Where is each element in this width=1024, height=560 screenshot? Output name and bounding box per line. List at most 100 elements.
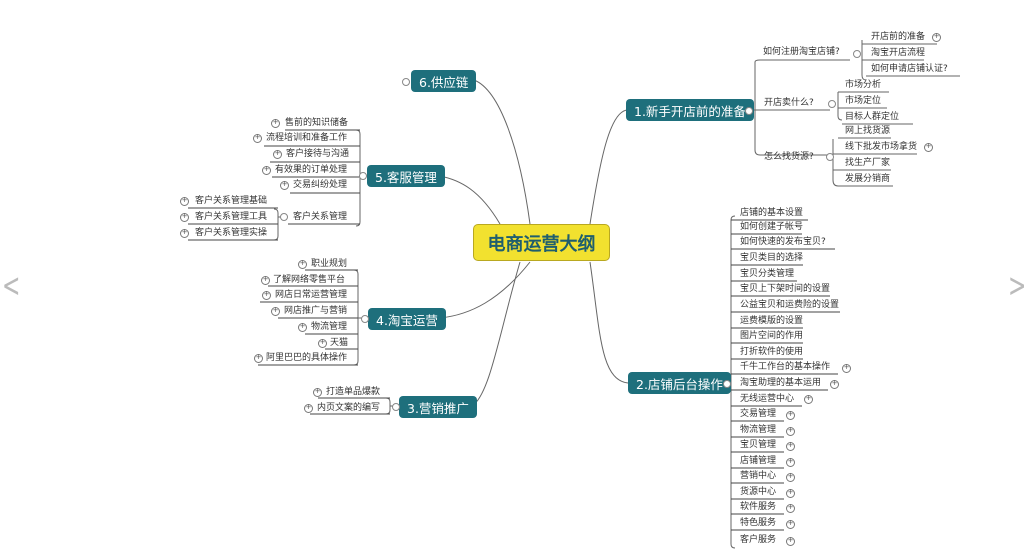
expand-plus-icon[interactable] [786,473,795,482]
leaf-node[interactable]: 开店前的准备 [871,32,926,42]
collapse-toggle-icon[interactable] [359,172,367,180]
expand-plus-icon[interactable] [786,427,795,436]
expand-plus-icon[interactable] [180,229,189,238]
expand-plus-icon[interactable] [262,166,271,175]
leaf-node[interactable]: 客户关系管理基础 [195,196,268,206]
leaf-node[interactable]: 物流管理 [311,322,348,332]
subtopic-find-supply[interactable]: 怎么找货源? [764,152,814,162]
leaf-node[interactable]: 发展分销商 [845,174,891,184]
leaf-node[interactable]: 网上找货源 [845,126,891,136]
leaf-node[interactable]: 目标人群定位 [845,112,900,122]
leaf-node[interactable]: 打造单品爆款 [326,387,381,397]
expand-plus-icon[interactable] [180,197,189,206]
expand-plus-icon[interactable] [842,364,851,373]
expand-plus-icon[interactable] [271,307,280,316]
topic-customer-service[interactable]: 5.客服管理 [367,165,445,187]
leaf-node[interactable]: 物流管理 [740,425,777,435]
leaf-node[interactable]: 宝贝类目的选择 [740,253,804,263]
leaf-node[interactable]: 店铺的基本设置 [740,208,804,218]
collapse-toggle-icon[interactable] [723,380,731,388]
expand-plus-icon[interactable] [304,404,313,413]
collapse-toggle-icon[interactable] [828,100,836,108]
expand-plus-icon[interactable] [786,458,795,467]
leaf-node[interactable]: 打折软件的使用 [740,347,804,357]
leaf-node[interactable]: 如何申请店铺认证? [871,64,948,74]
expand-plus-icon[interactable] [924,143,933,152]
chevron-right-icon[interactable]: > [1008,268,1024,306]
leaf-node[interactable]: 如何快速的发布宝贝? [740,237,826,247]
leaf-node[interactable]: 交易管理 [740,409,777,419]
expand-plus-icon[interactable] [254,354,263,363]
leaf-node[interactable]: 售前的知识储备 [285,118,349,128]
expand-plus-icon[interactable] [804,395,813,404]
topic-taobao-ops[interactable]: 4.淘宝运营 [368,308,446,330]
leaf-node[interactable]: 阿里巴巴的具体操作 [266,353,348,363]
topic-supply-chain[interactable]: 6.供应链 [411,70,477,92]
expand-plus-icon[interactable] [830,380,839,389]
expand-plus-icon[interactable] [262,291,271,300]
leaf-node[interactable]: 店铺管理 [740,456,777,466]
expand-plus-icon[interactable] [786,411,795,420]
subtopic-what-to-sell[interactable]: 开店卖什么? [764,98,814,108]
leaf-node[interactable]: 找生产厂家 [845,158,891,168]
expand-plus-icon[interactable] [786,537,795,546]
collapse-toggle-icon[interactable] [361,315,369,323]
expand-plus-icon[interactable] [261,276,270,285]
leaf-node[interactable]: 公益宝贝和运费险的设置 [740,300,840,310]
collapse-toggle-icon[interactable] [745,107,753,115]
leaf-node[interactable]: 货源中心 [740,487,777,497]
leaf-node[interactable]: 交易纠纷处理 [293,180,348,190]
subtopic-register[interactable]: 如何注册淘宝店铺? [763,47,840,57]
leaf-node[interactable]: 线下批发市场拿货 [845,142,918,152]
expand-plus-icon[interactable] [932,33,941,42]
leaf-node[interactable]: 淘宝助理的基本运用 [740,378,822,388]
leaf-node[interactable]: 流程培训和准备工作 [266,133,348,143]
leaf-node[interactable]: 运费模版的设置 [740,316,804,326]
leaf-node[interactable]: 天猫 [330,338,349,348]
expand-plus-icon[interactable] [298,323,307,332]
leaf-node[interactable]: 内页文案的编写 [317,403,381,413]
leaf-node[interactable]: 营销中心 [740,471,777,481]
subtopic-crm[interactable]: 客户关系管理 [293,212,348,222]
leaf-node[interactable]: 市场定位 [845,96,882,106]
leaf-node[interactable]: 职业规划 [311,259,348,269]
root-topic[interactable]: 电商运营大纲 [473,224,610,261]
leaf-node[interactable]: 市场分析 [845,80,882,90]
expand-plus-icon[interactable] [298,260,307,269]
expand-plus-icon[interactable] [273,150,282,159]
leaf-node[interactable]: 宝贝上下架时间的设置 [740,284,831,294]
expand-plus-icon[interactable] [313,388,322,397]
leaf-node[interactable]: 网店日常运营管理 [275,290,348,300]
leaf-node[interactable]: 客户关系管理实操 [195,228,268,238]
leaf-node[interactable]: 特色服务 [740,518,777,528]
collapse-toggle-icon[interactable] [826,153,834,161]
leaf-node[interactable]: 网店推广与营销 [284,306,348,316]
leaf-node[interactable]: 软件服务 [740,502,777,512]
leaf-node[interactable]: 无线运营中心 [740,394,795,404]
expand-plus-icon[interactable] [180,213,189,222]
leaf-node[interactable]: 客户关系管理工具 [195,212,268,222]
expand-plus-icon[interactable] [786,504,795,513]
chevron-left-icon[interactable]: < [2,267,21,306]
leaf-node[interactable]: 客户接待与沟通 [286,149,350,159]
leaf-node[interactable]: 有效果的订单处理 [275,165,348,175]
expand-plus-icon[interactable] [786,442,795,451]
leaf-node[interactable]: 淘宝开店流程 [871,48,926,58]
topic-marketing[interactable]: 3.营销推广 [399,396,477,418]
leaf-node[interactable]: 宝贝分类管理 [740,269,795,279]
topic-backend-ops[interactable]: 2.店铺后台操作 [628,372,731,394]
leaf-node[interactable]: 图片空间的作用 [740,331,804,341]
collapse-toggle-icon[interactable] [853,50,861,58]
collapse-toggle-icon[interactable] [280,213,288,221]
leaf-node[interactable]: 了解网络零售平台 [273,275,346,285]
topic-new-shop-prep[interactable]: 1.新手开店前的准备 [626,99,754,121]
leaf-node[interactable]: 如何创建子帐号 [740,222,804,232]
expand-plus-icon[interactable] [253,134,262,143]
leaf-node[interactable]: 宝贝管理 [740,440,777,450]
leaf-node[interactable]: 千牛工作台的基本操作 [740,362,831,372]
expand-plus-icon[interactable] [786,489,795,498]
expand-plus-icon[interactable] [271,119,280,128]
expand-plus-icon[interactable] [280,181,289,190]
expand-plus-icon[interactable] [786,520,795,529]
